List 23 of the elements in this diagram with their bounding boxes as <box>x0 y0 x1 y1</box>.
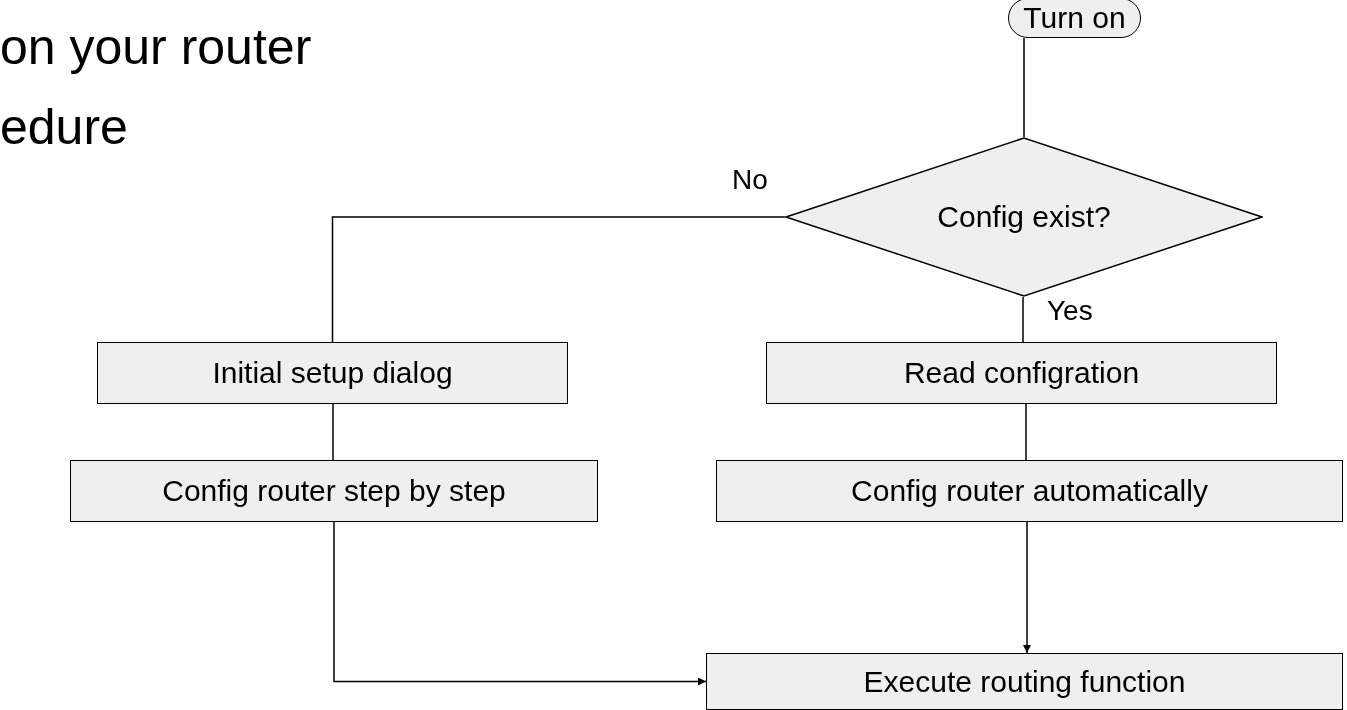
start-terminal <box>1008 0 1141 38</box>
node-text: Config router automatically <box>851 474 1208 508</box>
process-box <box>70 460 598 522</box>
node-text: Config exist? <box>937 200 1111 234</box>
process-box <box>716 460 1343 522</box>
node-text: Read configration <box>903 356 1140 390</box>
connector <box>1022 296 1024 343</box>
process-box <box>706 653 1343 710</box>
connector <box>331 216 786 343</box>
node-text: Execute routing function <box>863 664 1186 699</box>
node-text: Initial setup dialog <box>212 356 453 390</box>
title-fragment: on your router <box>0 18 312 76</box>
connector <box>333 521 707 686</box>
process-box <box>97 342 568 404</box>
title-fragment: edure <box>0 98 128 156</box>
process-box <box>766 342 1277 404</box>
decision-diamond <box>785 137 1263 297</box>
node-text: Turn on <box>1023 1 1126 35</box>
connector <box>1023 37 1025 138</box>
node-text: Config router step by step <box>162 474 506 508</box>
connector <box>1023 521 1031 654</box>
connector <box>332 403 334 461</box>
connector <box>1025 403 1027 461</box>
